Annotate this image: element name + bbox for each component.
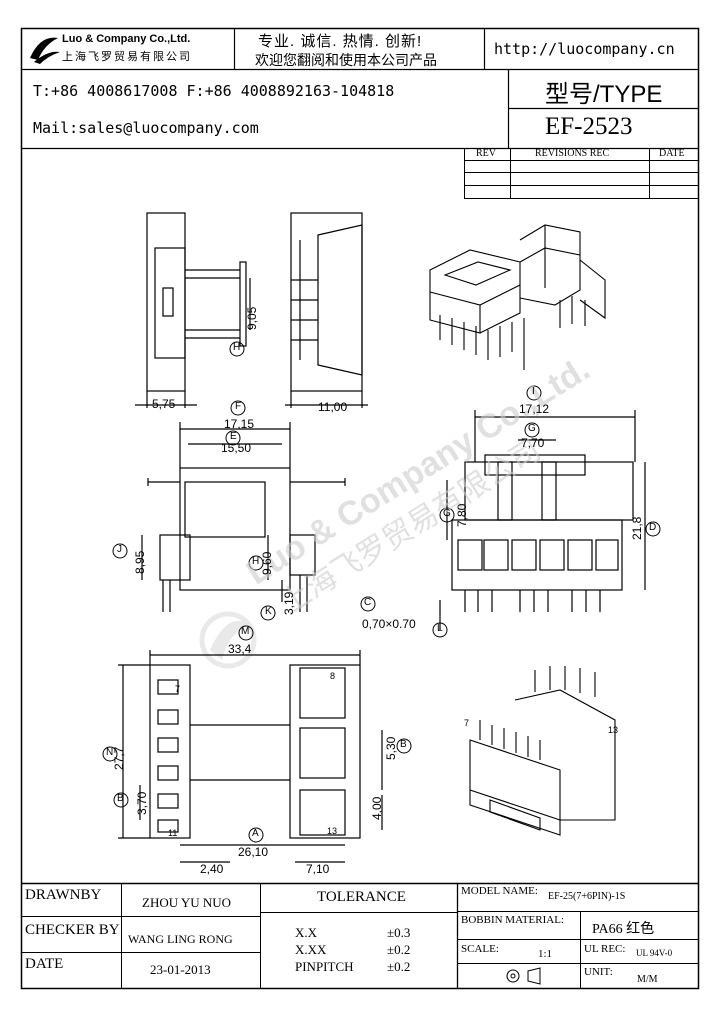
dim-7-10: 7,10 <box>306 862 330 876</box>
watermark <box>199 611 257 669</box>
side-view-left <box>135 212 251 408</box>
pin-number-7: 7 <box>175 684 181 694</box>
model-code: EF-2523 <box>545 113 633 140</box>
scale-label: SCALE: <box>461 943 499 955</box>
dim-pin-size: 0,70×0.70 <box>362 617 416 631</box>
dim-26-10: 26,10 <box>238 845 269 859</box>
dim-5-75: 5,75 <box>152 397 176 411</box>
tol-x-xx: X.XX <box>295 942 327 957</box>
iso-pin-number-13: 13 <box>608 725 619 735</box>
slogan-line-2: 欢迎您翻阅和使用本公司产品 <box>255 52 437 68</box>
label-d: D <box>649 522 657 533</box>
slogan-line-1: 专业. 诚信. 热情. 创新! <box>258 33 423 50</box>
iso-pin-number-7: 7 <box>464 718 470 728</box>
revision-rec-col-header: REVISIONS REC <box>535 148 610 159</box>
label-h: H <box>252 556 260 567</box>
revision-table <box>464 148 699 199</box>
label-m: M <box>241 626 250 637</box>
pin-number-13: 13 <box>327 826 338 836</box>
unit-label: UNIT: <box>584 966 613 978</box>
company-name-en: Luo & Company Co.,Ltd. <box>62 33 191 45</box>
model-name-label: MODEL NAME: <box>461 885 538 897</box>
bobbin-material-value: PA66 红色 <box>592 922 655 937</box>
company-name-cn: 上海飞罗贸易有限公司 <box>62 51 192 63</box>
company-logo <box>30 37 60 64</box>
date-label: DATE <box>25 956 64 972</box>
drawnby-label: DRAWNBY <box>25 887 102 903</box>
ul-rec-label: UL REC: <box>584 943 626 955</box>
label-e: E <box>230 431 237 442</box>
isometric-view-top <box>429 224 606 370</box>
label-b: B <box>400 739 407 750</box>
front-view-middle-left <box>141 422 346 612</box>
dim-9-60: 9,60 <box>260 551 274 575</box>
rev-col-header: REV <box>476 148 496 159</box>
dim-5-30: 5,30 <box>384 736 398 760</box>
tol-x-x: X.X <box>295 925 318 940</box>
ul-rec-value: UL 94V-0 <box>636 948 673 958</box>
dimension-markers <box>102 341 661 843</box>
dim-27-7: 27,7 <box>112 746 126 770</box>
contact-phone-fax: T:+86 4008617008 F:+86 4008892163-104818 <box>33 82 395 100</box>
dim-8-95: 8,95 <box>133 550 147 574</box>
label-b-left: B <box>117 793 124 804</box>
sheet-border <box>20 27 700 990</box>
tol-pinpitch: PINPITCH <box>295 959 354 974</box>
projection-symbol <box>506 967 541 985</box>
tol-x-xx-value: ±0.2 <box>387 942 411 957</box>
label-c: C <box>364 597 372 608</box>
date-value: 23-01-2013 <box>150 962 211 977</box>
label-g: G <box>443 508 451 519</box>
label-n: N <box>106 747 114 758</box>
dim-3-19: 3,19 <box>282 591 296 615</box>
dim-7-70: 7,70 <box>521 436 545 450</box>
unit-value: M/M <box>637 974 658 985</box>
website-link[interactable]: http://luocompany.cn <box>494 40 675 58</box>
type-label: 型号/TYPE <box>545 81 663 108</box>
label-k: K <box>265 606 272 617</box>
model-name-value: EF-25(7+6PIN)-1S <box>548 891 626 902</box>
tolerance-label: TOLERANCE <box>317 889 406 905</box>
bobbin-material-label: BOBBIN MATERIAL: <box>461 914 564 926</box>
label-h-side: H <box>233 342 241 353</box>
label-i: I <box>532 386 535 397</box>
contact-email[interactable]: Mail:sales@luocompany.com <box>33 119 259 137</box>
scale-value: 1:1 <box>538 948 553 960</box>
dim-33-4: 33,4 <box>228 642 252 656</box>
pin-number-8: 8 <box>330 671 336 681</box>
dim-3-70: 3,70 <box>135 791 149 815</box>
tol-x-x-value: ±0.3 <box>387 925 411 940</box>
label-j: J <box>117 544 122 555</box>
dim-17-12: 17,12 <box>519 402 550 416</box>
front-view-middle-right <box>439 410 646 630</box>
dim-9-05: 9,05 <box>245 306 259 330</box>
checker-label: CHECKER BY <box>25 922 120 938</box>
label-a: A <box>252 828 259 839</box>
isometric-view-bottom <box>469 666 616 836</box>
label-f: F <box>235 401 242 412</box>
label-l: L <box>437 623 443 634</box>
dim-17-15: 17,15 <box>224 417 255 431</box>
date-col-header: DATE <box>659 148 685 159</box>
side-view-right <box>285 212 368 408</box>
dim-4-00: 4,00 <box>370 796 384 820</box>
drawnby-value: ZHOU YU NUO <box>142 895 232 910</box>
bottom-view <box>118 650 383 863</box>
tol-pinpitch-value: ±0.2 <box>387 959 411 974</box>
label-g-top: G <box>528 423 536 434</box>
dim-11-00: 11,00 <box>318 400 348 414</box>
dim-15-50: 15,50 <box>221 441 252 455</box>
pin-number-11: 11 <box>168 828 178 838</box>
dim-2-40: 2,40 <box>200 862 224 876</box>
dim-21-8: 21,8 <box>630 516 644 540</box>
dim-7-80: 7,80 <box>455 503 469 527</box>
checker-value: WANG LING RONG <box>128 932 233 946</box>
